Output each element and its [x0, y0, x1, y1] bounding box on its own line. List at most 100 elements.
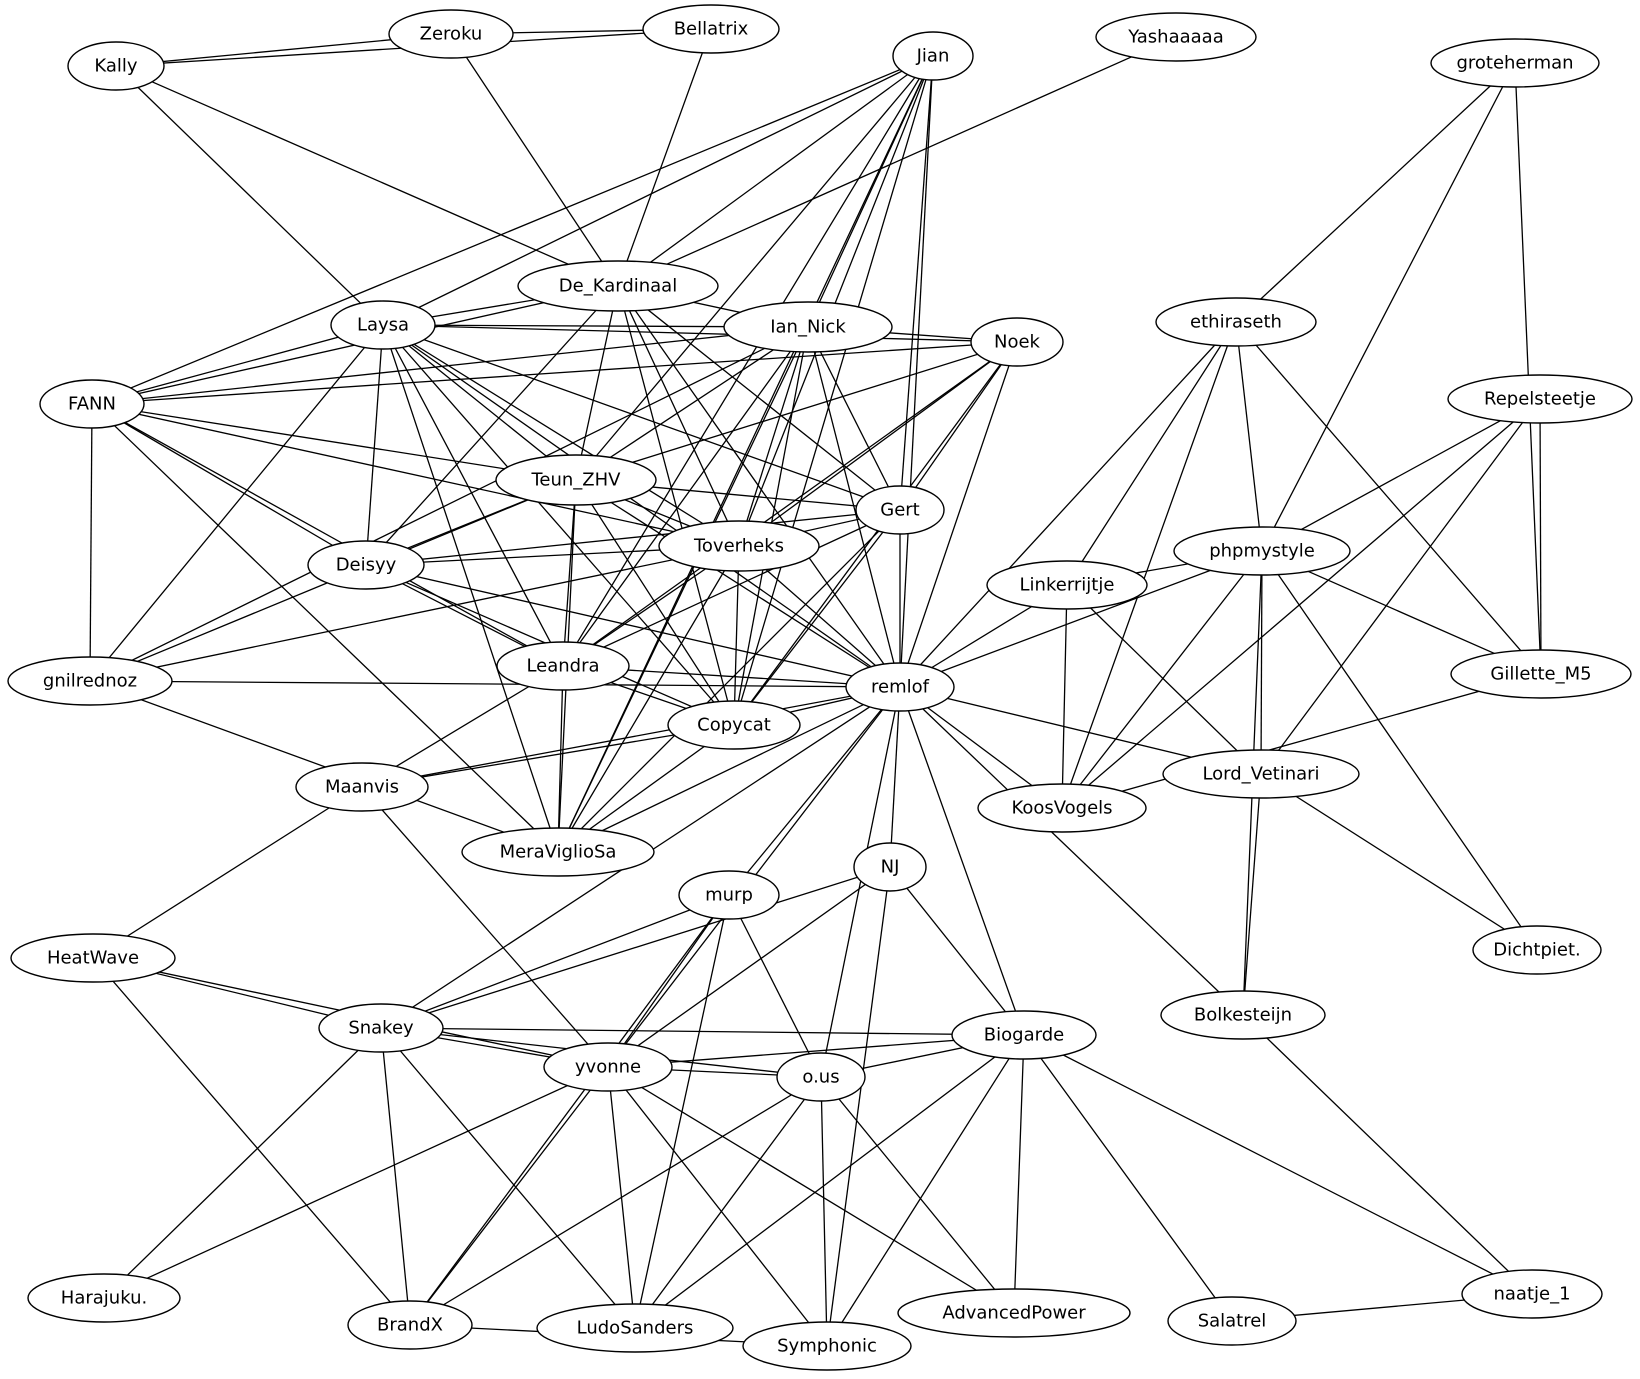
- edge-gillette-m5-koosvogels: [1061, 673, 1542, 809]
- node-symphonic: Symphonic: [742, 1321, 912, 1371]
- node-ellipse: [1155, 297, 1317, 347]
- edge-fann-teun-zhv: [91, 403, 577, 481]
- node-noek: Noek: [970, 317, 1064, 367]
- edge-gert-deisyy: [365, 509, 901, 566]
- edge-o-us-symphonic: [820, 1076, 828, 1347]
- node-label: AdvancedPower: [942, 1303, 1086, 1324]
- node-ellipse: [642, 4, 780, 54]
- node-label: Gillette_M5: [1490, 664, 1591, 685]
- node-label: Ian_Nick: [770, 317, 846, 338]
- edge-de-kardinaal-gert: [617, 285, 901, 511]
- node-label: remlof: [871, 677, 930, 698]
- edge-ethiraseth-linkerrijtje: [1066, 321, 1237, 586]
- node-ellipse: [1160, 990, 1326, 1040]
- edge-toverheks-copycat: [733, 545, 740, 726]
- edge-linkerrijtje-koosvogels: [1061, 584, 1068, 809]
- edge-de-kardinaal-remlof: [617, 285, 901, 688]
- node-lord-vetinari: Lord_Vetinari: [1162, 749, 1360, 799]
- node-o-us: o.us: [776, 1052, 866, 1102]
- node-label: o.us: [802, 1067, 839, 1088]
- edge-ethiraseth-gillette-m5: [1235, 321, 1542, 675]
- edge-remlof-nj: [889, 686, 901, 868]
- node-ellipse: [986, 560, 1148, 610]
- edge-ian-nick-teun-zhv: [575, 326, 809, 481]
- node-label: Deisyy: [336, 555, 397, 576]
- node-label: KoosVogels: [1011, 798, 1112, 819]
- edge-teun-zhv-leandra: [562, 479, 577, 667]
- node-label: De_Kardinaal: [559, 276, 677, 297]
- edge-yashaaaaa-de-kardinaal: [617, 36, 1177, 287]
- edge-murp-yvonne: [607, 894, 730, 1068]
- node-phpmystyle: phpmystyle: [1173, 526, 1351, 576]
- node-label: ethiraseth: [1190, 312, 1282, 333]
- edge-de-kardinaal-copycat: [617, 285, 735, 726]
- node-ellipse: [517, 260, 719, 312]
- edge-laysa-deisyy: [365, 324, 384, 566]
- edge-laysa-gert: [382, 324, 901, 511]
- edge-nj-snakey: [380, 866, 891, 1029]
- edge-yvonne-brandx: [409, 1066, 609, 1326]
- edge-jian-laysa: [382, 55, 934, 326]
- node-label: Salatrel: [1198, 1311, 1267, 1332]
- edge-noek-teun-zhv: [575, 341, 1018, 481]
- node-murp: murp: [678, 870, 780, 920]
- edge-phpmystyle-lord-vetinari: [1260, 550, 1263, 775]
- edge-fann-toverheks: [91, 403, 740, 547]
- node-de-kardinaal: De_Kardinaal: [517, 260, 719, 312]
- node-ellipse: [347, 1300, 473, 1350]
- node-ellipse: [1095, 12, 1257, 62]
- edge-murp-o-us: [728, 894, 822, 1078]
- node-ellipse: [1472, 925, 1602, 975]
- edge-laysa-fann: [91, 324, 384, 405]
- node-label: Dichtpiet.: [1493, 940, 1581, 961]
- node-label: Maanvis: [325, 777, 399, 798]
- node-label: gnilrednoz: [43, 671, 137, 692]
- node-copycat: Copycat: [667, 700, 801, 750]
- edge-repelsteetje-gillette-m5: [1539, 398, 1542, 675]
- node-ellipse: [897, 1288, 1131, 1338]
- edge-laysa-noek: [382, 324, 1018, 343]
- node-ellipse: [1162, 749, 1360, 799]
- node-zeroku: Zeroku: [388, 9, 514, 59]
- node-ellipse: [10, 933, 176, 983]
- node-label: Copycat: [697, 715, 771, 736]
- edges-layer: [89, 28, 1542, 1347]
- edge-jian-leandra: [562, 55, 934, 667]
- edge-remlof-maanvis: [361, 686, 901, 788]
- node-ellipse: [1461, 1269, 1603, 1319]
- edge-biogarde-naatje-1: [1023, 1034, 1533, 1295]
- node-ellipse: [318, 1003, 444, 1053]
- edge-ethiraseth-koosvogels: [1061, 321, 1237, 809]
- edge-gnilrednoz-meravigliosa: [89, 680, 559, 853]
- edge-toverheks-meravigliosa: [557, 545, 740, 853]
- node-ian-nick: Ian_Nick: [723, 301, 893, 353]
- edge-repelsteetje-lord-vetinari: [1260, 398, 1541, 775]
- edge-gert-leandra: [562, 509, 901, 667]
- edge-noek-gert: [899, 341, 1018, 511]
- node-ellipse: [543, 1042, 673, 1092]
- node-label: LudoSanders: [577, 1318, 694, 1339]
- node-yvonne: yvonne: [543, 1042, 673, 1092]
- node-ellipse: [307, 540, 425, 590]
- node-ellipse: [1450, 649, 1632, 699]
- edge-noek-leandra: [562, 341, 1018, 667]
- node-ellipse: [67, 41, 165, 91]
- edge-toverheks-gnilrednoz: [89, 545, 740, 682]
- edge-kally-laysa: [115, 65, 384, 326]
- node-label: Lord_Vetinari: [1202, 764, 1319, 785]
- edge-lord-vetinari-bolkesteijn: [1242, 773, 1262, 1016]
- node-ellipse: [1430, 38, 1600, 88]
- edge-remlof-biogarde: [899, 686, 1025, 1036]
- node-maanvis: Maanvis: [295, 762, 429, 812]
- edge-ian-nick-meravigliosa: [557, 326, 809, 853]
- edge-ian-nick-gnilrednoz: [89, 326, 809, 682]
- edge-laysa-gnilrednoz: [89, 324, 384, 682]
- edge-biogarde-salatrel: [1023, 1034, 1233, 1322]
- node-biogarde: Biogarde: [951, 1010, 1097, 1060]
- node-repelsteetje: Repelsteetje: [1447, 374, 1633, 424]
- edge-snakey-biogarde: [380, 1027, 1025, 1036]
- node-naatje-1: naatje_1: [1461, 1269, 1603, 1319]
- node-leandra: Leandra: [496, 641, 630, 691]
- edge-nj-biogarde: [889, 866, 1025, 1036]
- edge-groteherman-phpmystyle: [1261, 62, 1516, 552]
